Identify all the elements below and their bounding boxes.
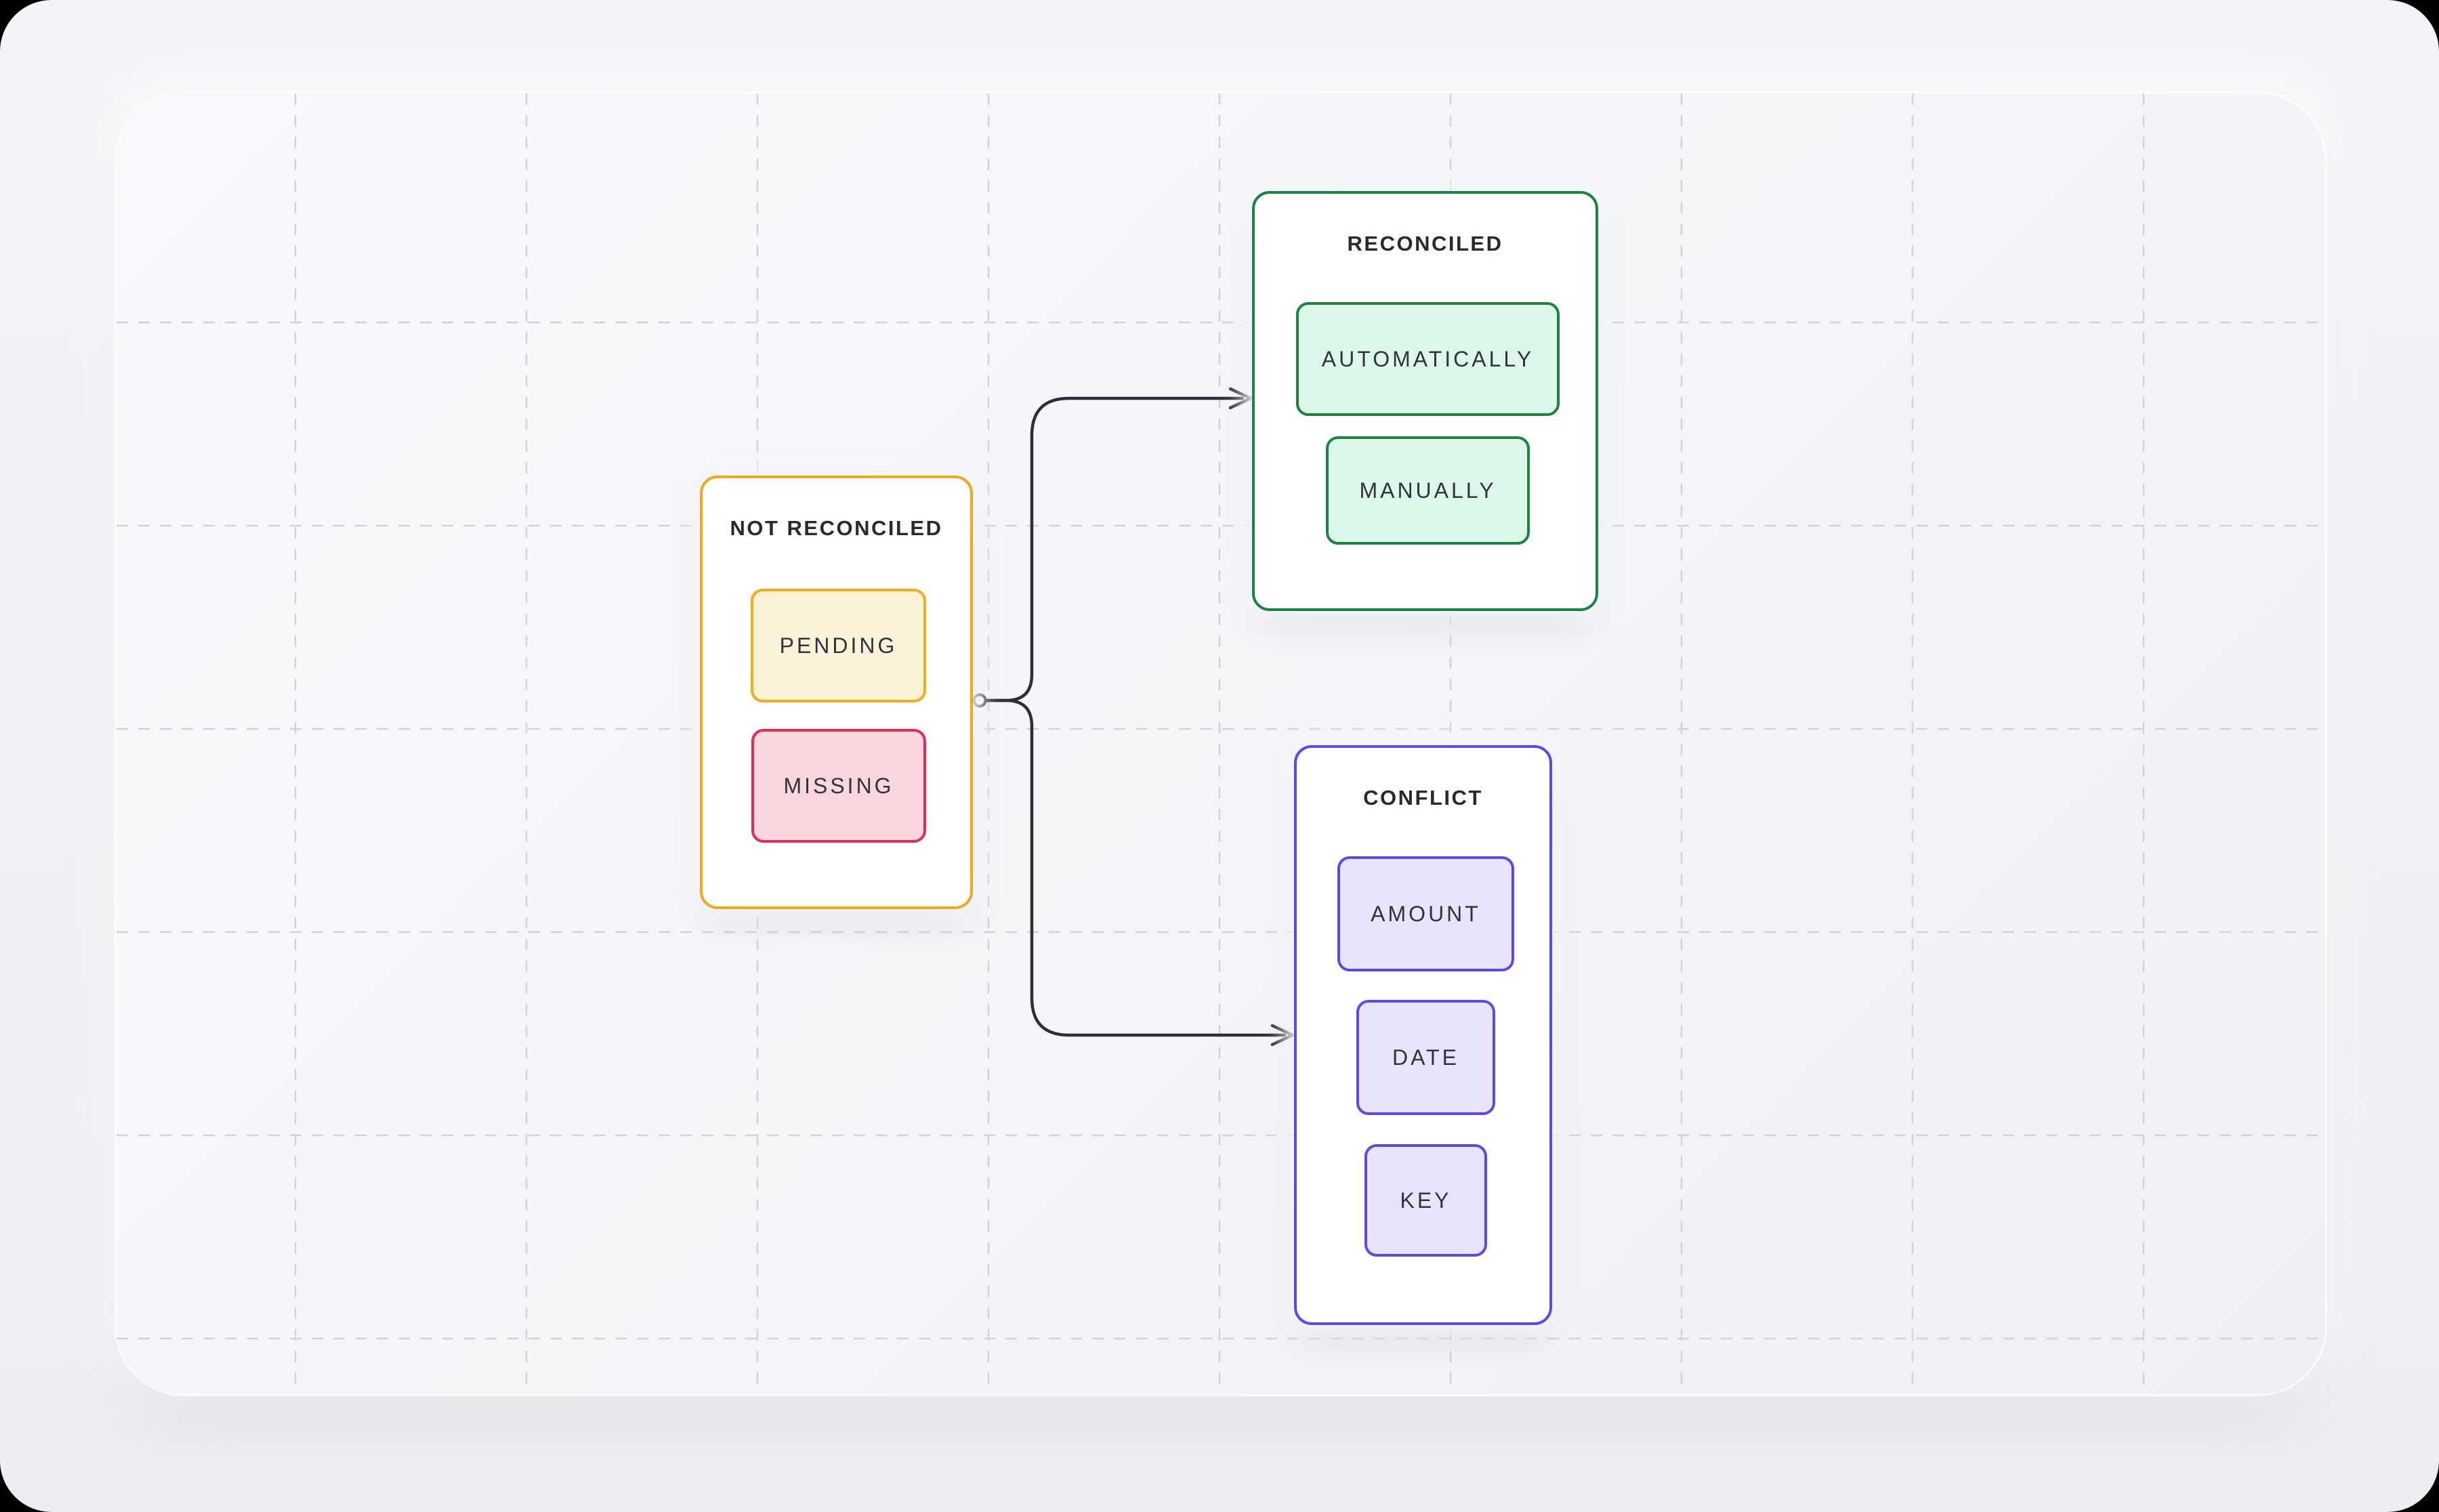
node-manually[interactable]: MANUALLY bbox=[1326, 436, 1530, 545]
group-title-not-reconciled: NOT RECONCILED bbox=[730, 516, 943, 540]
group-title-reconciled: RECONCILED bbox=[1347, 232, 1503, 255]
node-key[interactable]: KEY bbox=[1364, 1144, 1487, 1257]
node-missing[interactable]: MISSING bbox=[751, 729, 926, 843]
edge-not-reconciled-to-reconciled bbox=[983, 396, 1245, 702]
node-amount[interactable]: AMOUNT bbox=[1337, 856, 1514, 971]
node-pending[interactable]: PENDING bbox=[751, 589, 926, 702]
edge-branch-dot bbox=[972, 693, 987, 708]
group-title-conflict: CONFLICT bbox=[1363, 786, 1483, 810]
group-reconciled[interactable]: RECONCILED AUTOMATICALLY MANUALLY bbox=[1252, 191, 1598, 611]
node-date[interactable]: DATE bbox=[1356, 1000, 1495, 1115]
node-key-label: KEY bbox=[1400, 1188, 1452, 1213]
group-conflict[interactable]: CONFLICT AMOUNT DATE KEY bbox=[1294, 745, 1552, 1325]
node-amount-label: AMOUNT bbox=[1371, 901, 1481, 926]
node-missing-label: MISSING bbox=[783, 773, 894, 798]
canvas-grid bbox=[117, 93, 2325, 1394]
arrowhead-to-conflict bbox=[1270, 1024, 1295, 1047]
node-date-label: DATE bbox=[1392, 1045, 1459, 1070]
node-pending-label: PENDING bbox=[779, 633, 898, 658]
node-automatically-label: AUTOMATICALLY bbox=[1321, 346, 1535, 371]
group-not-reconciled[interactable]: NOT RECONCILED PENDING MISSING bbox=[700, 476, 973, 909]
node-manually-label: MANUALLY bbox=[1359, 478, 1497, 503]
diagram-canvas[interactable]: NOT RECONCILED PENDING MISSING RECONCILE… bbox=[117, 93, 2325, 1394]
node-automatically[interactable]: AUTOMATICALLY bbox=[1296, 302, 1560, 416]
edge-not-reconciled-to-conflict bbox=[983, 698, 1287, 1037]
flow-connectors bbox=[972, 387, 1295, 1047]
arrowhead-to-reconciled bbox=[1228, 387, 1253, 410]
